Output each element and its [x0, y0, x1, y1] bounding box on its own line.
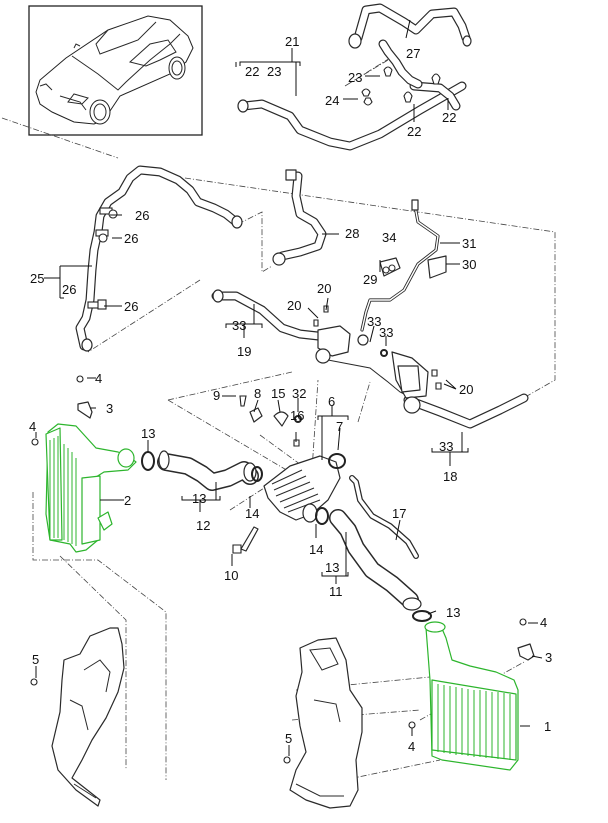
callout-15: 15 — [271, 386, 285, 401]
callout-33: 33 — [379, 325, 393, 340]
callout-28: 28 — [345, 226, 359, 241]
sensor-harness — [360, 199, 447, 332]
callout-23: 23 — [348, 70, 362, 85]
clips-22-23-24 — [361, 66, 441, 106]
callout-33: 33 — [367, 314, 381, 329]
callout-33: 33 — [232, 318, 246, 333]
callout-23: 23 — [267, 64, 281, 79]
intercooler-1-fins — [437, 684, 511, 760]
callout-10: 10 — [224, 568, 238, 583]
callout-34: 34 — [382, 230, 396, 245]
callout-4: 4 — [408, 739, 415, 754]
callout-6: 6 — [328, 394, 335, 409]
callout-29: 29 — [363, 272, 377, 287]
callout-7: 7 — [336, 419, 343, 434]
callouts: 21 22 23 27 23 24 22 22 26 26 25 26 26 2… — [29, 34, 552, 754]
callout-12: 12 — [196, 518, 210, 533]
callout-9: 9 — [213, 388, 220, 403]
callout-3: 3 — [545, 650, 552, 665]
callout-13: 13 — [141, 426, 155, 441]
callout-5: 5 — [285, 731, 292, 746]
hose-27 — [348, 3, 472, 49]
callout-26: 26 — [124, 231, 138, 246]
intercooler-2 — [45, 423, 137, 553]
connector-6 — [263, 453, 419, 559]
intercooler-1 — [424, 621, 519, 771]
callout-13: 13 — [325, 560, 339, 575]
callout-30: 30 — [462, 257, 476, 272]
callout-16: 16 — [290, 408, 304, 423]
callout-4: 4 — [95, 371, 102, 386]
hose-25 — [75, 165, 243, 352]
callout-25: 25 — [30, 271, 44, 286]
intercooler-2-fins — [49, 436, 77, 546]
pipe-18 — [327, 351, 529, 429]
callout-3: 3 — [106, 401, 113, 416]
pipe-19 — [211, 289, 388, 364]
callout-13: 13 — [192, 491, 206, 506]
callout-20: 20 — [459, 382, 473, 397]
callout-26: 26 — [135, 208, 149, 223]
callout-33: 33 — [439, 439, 453, 454]
leader-lines — [35, 19, 543, 756]
callout-18: 18 — [443, 469, 457, 484]
callout-21: 21 — [285, 34, 299, 49]
callout-20: 20 — [287, 298, 301, 313]
body-panel-right — [283, 637, 363, 809]
hose-11 — [329, 509, 432, 622]
callout-14: 14 — [309, 542, 323, 557]
hose-12 — [141, 450, 263, 491]
callout-22: 22 — [442, 110, 456, 125]
callout-5: 5 — [32, 652, 39, 667]
callout-22: 22 — [407, 124, 421, 139]
callout-26: 26 — [62, 282, 76, 297]
callout-22: 22 — [245, 64, 259, 79]
callout-31: 31 — [462, 236, 476, 251]
callout-24: 24 — [325, 93, 339, 108]
callout-4: 4 — [540, 615, 547, 630]
callout-26: 26 — [124, 299, 138, 314]
callout-8: 8 — [254, 386, 261, 401]
callout-14: 14 — [245, 506, 259, 521]
callout-19: 19 — [237, 344, 251, 359]
vehicle-thumbnail — [28, 5, 203, 136]
callout-32: 32 — [292, 386, 306, 401]
callout-4: 4 — [29, 419, 36, 434]
callout-1: 1 — [544, 719, 551, 734]
hose-28 — [272, 169, 327, 266]
hose-21 — [237, 39, 467, 151]
assembly-lines — [1, 57, 556, 791]
bracket-3-left — [31, 375, 93, 446]
callout-11: 11 — [329, 584, 343, 599]
car-icon — [35, 15, 194, 125]
callout-2: 2 — [124, 493, 131, 508]
callout-13: 13 — [446, 605, 460, 620]
body-panel-left — [30, 627, 125, 807]
callout-20: 20 — [317, 281, 331, 296]
callout-17: 17 — [392, 506, 406, 521]
callout-27: 27 — [406, 46, 420, 61]
